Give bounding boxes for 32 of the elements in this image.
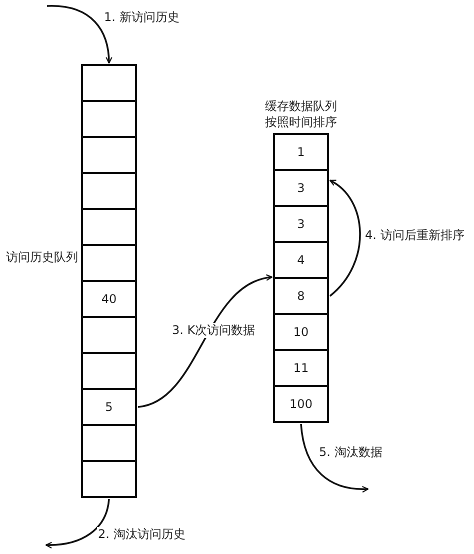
edge-label: 1. 新访问历史	[103, 10, 180, 25]
queue-cell	[81, 172, 137, 210]
arrow	[47, 5, 112, 64]
queue-cell: 5	[81, 388, 137, 426]
queue-cell	[81, 208, 137, 246]
arrow	[45, 498, 110, 548]
queue-cell: 3	[273, 169, 329, 207]
queue-cell: 4	[273, 241, 329, 279]
queue-cell: 3	[273, 205, 329, 243]
queue-cell	[81, 64, 137, 102]
queue-cell: 8	[273, 277, 329, 315]
queue-cell	[81, 316, 137, 354]
queue-cell	[81, 100, 137, 138]
queue-cell: 100	[273, 385, 329, 423]
queue-cell	[81, 424, 137, 462]
queue-cell	[81, 460, 137, 498]
queue-cell: 11	[273, 349, 329, 387]
arrow	[300, 424, 369, 492]
edge-label: 5. 淘汰数据	[318, 445, 384, 460]
queue-title: 访问历史队列	[5, 249, 79, 265]
arrow	[329, 180, 361, 297]
queue-title: 缓存数据队列按照时间排序	[264, 98, 338, 130]
queue-cell: 10	[273, 313, 329, 351]
edge-label: 4. 访问后重新排序	[364, 228, 466, 243]
queue-cell: 40	[81, 280, 137, 318]
edge-label: 3. K次访问数据	[171, 323, 256, 338]
queue-cell	[81, 352, 137, 390]
arrow	[138, 275, 273, 408]
queue-cell	[81, 244, 137, 282]
queue-cell: 1	[273, 133, 329, 171]
edge-label: 2. 淘汰访问历史	[97, 527, 186, 542]
queue-cell	[81, 136, 137, 174]
